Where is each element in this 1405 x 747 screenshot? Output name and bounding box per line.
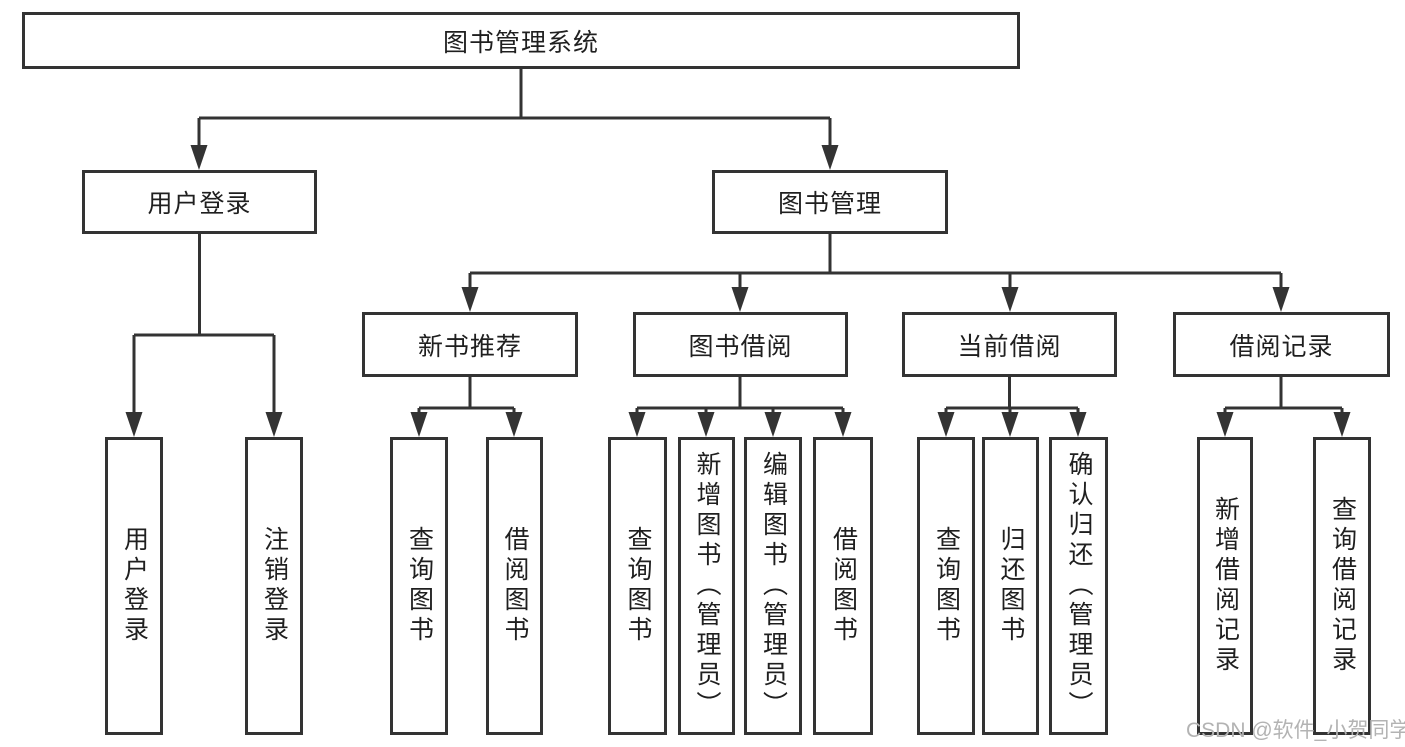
leaf-user-login-label: 用户登录 (120, 526, 149, 646)
arrow-head (265, 412, 283, 437)
leaf-borrow-book-borrow-label: 借阅图书 (829, 526, 858, 646)
arrow-head (1069, 412, 1087, 437)
leaf-confirm-return-admin: 确认归还（管理员） (1049, 437, 1108, 735)
arrow-head (628, 412, 646, 437)
leaf-query-book-current-label: 查询图书 (932, 526, 961, 646)
arrow-head (410, 412, 428, 437)
arrow-head (1216, 412, 1234, 437)
arrow-head (505, 412, 523, 437)
leaf-return-book: 归还图书 (982, 437, 1039, 735)
node-user-login: 用户登录 (82, 170, 317, 234)
arrow-head (764, 412, 782, 437)
arrow-head (190, 145, 208, 170)
arrow-head (834, 412, 852, 437)
connector-line (470, 234, 1281, 275)
node-new-book-rec: 新书推荐 (362, 312, 578, 377)
node-current-borrow: 当前借阅 (902, 312, 1117, 377)
leaf-borrow-book-rec-label: 借阅图书 (501, 526, 529, 646)
node-borrow-records-label: 借阅记录 (1229, 332, 1334, 361)
node-book-borrow-label: 图书借阅 (688, 332, 793, 361)
leaf-query-book-rec-label: 查询图书 (405, 526, 434, 646)
node-book-mgmt-label: 图书管理 (777, 190, 882, 218)
connector-line (1225, 377, 1342, 410)
leaf-add-book-admin-label: 新增图书（管理员） (693, 451, 721, 721)
connector-line (946, 377, 1078, 410)
arrow-head (821, 145, 839, 170)
arrow-head (125, 412, 143, 437)
leaf-query-borrow-record: 查询借阅记录 (1313, 437, 1371, 735)
leaf-query-book-borrow: 查询图书 (608, 437, 667, 735)
arrow-head (937, 412, 955, 437)
arrow-head (1333, 412, 1351, 437)
arrow-head (731, 287, 749, 312)
leaf-query-book-borrow-label: 查询图书 (624, 526, 652, 646)
connector-line (199, 69, 830, 120)
node-root-label: 图书管理系统 (442, 28, 599, 57)
connector-line (134, 234, 274, 337)
node-book-mgmt: 图书管理 (712, 170, 948, 234)
connector-line (637, 377, 843, 410)
node-new-book-rec-label: 新书推荐 (417, 332, 522, 361)
arrow-head (1001, 287, 1019, 312)
leaf-query-book-current: 查询图书 (917, 437, 975, 735)
leaf-query-book-rec: 查询图书 (390, 437, 448, 735)
leaf-logout-label: 注销登录 (260, 526, 289, 646)
leaf-borrow-book-borrow: 借阅图书 (813, 437, 873, 735)
arrow-head (461, 287, 479, 312)
node-user-login-label: 用户登录 (147, 190, 252, 218)
leaf-confirm-return-admin-label: 确认归还（管理员） (1065, 451, 1093, 721)
leaf-logout: 注销登录 (245, 437, 303, 735)
leaf-borrow-book-rec: 借阅图书 (486, 437, 543, 735)
arrow-head (697, 412, 715, 437)
node-borrow-records: 借阅记录 (1173, 312, 1390, 377)
leaf-add-book-admin: 新增图书（管理员） (678, 437, 735, 735)
arrow-head (1272, 287, 1290, 312)
node-book-borrow: 图书借阅 (633, 312, 848, 377)
leaf-return-book-label: 归还图书 (997, 526, 1025, 646)
csdn-watermark: CSDN @软件_小贺同学 (1186, 719, 1405, 742)
arrow-head (1001, 412, 1019, 437)
node-root: 图书管理系统 (22, 12, 1020, 69)
leaf-edit-book-admin-label: 编辑图书（管理员） (759, 451, 788, 721)
leaf-add-borrow-record: 新增借阅记录 (1197, 437, 1253, 735)
connector-line (419, 377, 514, 410)
leaf-user-login: 用户登录 (105, 437, 163, 735)
leaf-edit-book-admin: 编辑图书（管理员） (744, 437, 802, 735)
leaf-add-borrow-record-label: 新增借阅记录 (1211, 496, 1240, 676)
node-current-borrow-label: 当前借阅 (957, 332, 1062, 361)
leaf-query-borrow-record-label: 查询借阅记录 (1328, 496, 1357, 676)
